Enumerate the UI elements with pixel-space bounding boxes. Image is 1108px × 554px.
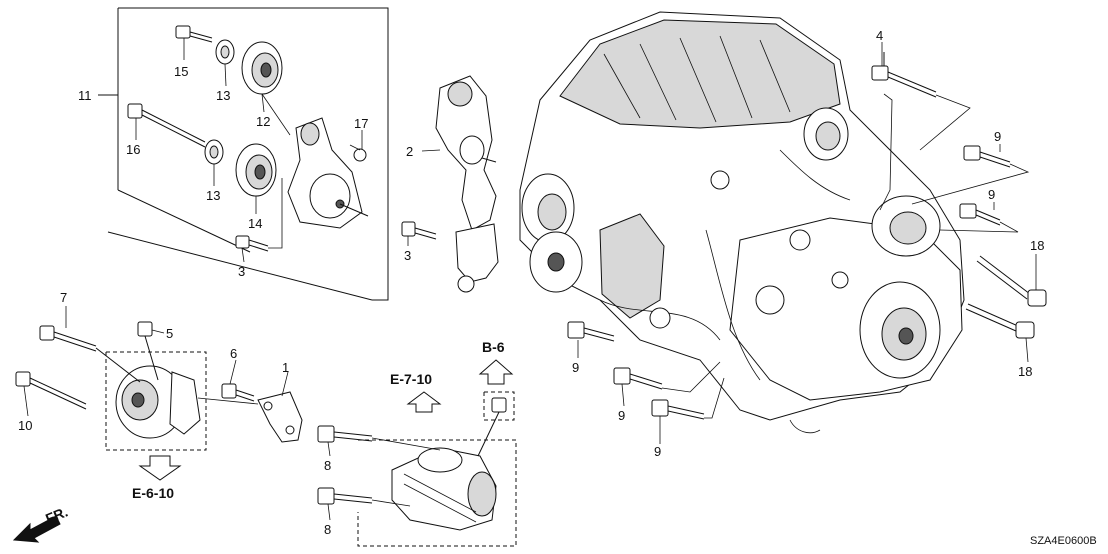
label-7: 7	[60, 290, 67, 305]
ref-e-7-10[interactable]: E-7-10	[390, 371, 432, 387]
label-13-bottom: 13	[206, 188, 220, 203]
ref-b-6[interactable]: B-6	[482, 339, 505, 355]
label-9-lower-b: 9	[654, 444, 661, 459]
bolt-9-lower-b[interactable]	[651, 399, 705, 420]
label-4: 4	[876, 28, 883, 43]
bolt-3-left[interactable]	[235, 178, 283, 252]
label-2: 2	[406, 144, 413, 159]
label-8-lower: 8	[324, 522, 331, 537]
label-18-upper: 18	[1030, 238, 1044, 253]
front-direction-label: FR.	[43, 503, 70, 526]
leader-bolt-9b	[939, 221, 1019, 233]
bracket-1[interactable]	[257, 391, 303, 443]
label-6: 6	[230, 346, 237, 361]
bolt-18-lower[interactable]	[965, 303, 1035, 339]
auto-tensioner[interactable]	[287, 117, 369, 229]
tensioner-arm-2[interactable]	[435, 75, 499, 293]
starter-nut[interactable]	[477, 397, 507, 457]
washer-13-bottom[interactable]	[204, 139, 224, 165]
label-16: 16	[126, 142, 140, 157]
bolt-10[interactable]	[15, 371, 87, 410]
starter-group	[357, 391, 517, 547]
bolt-8-lower[interactable]	[317, 487, 411, 507]
label-9-lower-a: 9	[618, 408, 625, 423]
label-12: 12	[256, 114, 270, 129]
idler-pulley-14[interactable]	[235, 143, 277, 197]
diagram-code: SZA4E0600B	[1030, 535, 1097, 547]
ref-arrow-e-6-10[interactable]	[138, 455, 182, 481]
washer-13-top[interactable]	[215, 39, 235, 65]
bolt-7[interactable]	[39, 325, 141, 383]
label-5: 5	[166, 326, 173, 341]
bolt-9-right-middle[interactable]	[959, 203, 1001, 226]
part-labels: 11 15 13 12 16 17 13 14 3 2 3 4 9 9 18 1…	[18, 28, 1044, 537]
nut-17[interactable]	[353, 148, 367, 162]
idler-pulley-12[interactable]	[241, 41, 283, 95]
bolt-9-lower-a[interactable]	[613, 367, 663, 390]
front-direction-arrow	[12, 515, 61, 543]
label-3-left: 3	[238, 264, 245, 279]
bolt-18-upper[interactable]	[976, 255, 1047, 307]
label-15: 15	[174, 64, 188, 79]
tensioner-kit-group	[98, 7, 389, 301]
ref-arrow-e-7-10[interactable]	[406, 391, 442, 413]
label-11: 11	[78, 88, 92, 103]
nut-5[interactable]	[137, 321, 159, 381]
leader-bolt-9d	[704, 377, 725, 419]
label-3-middle: 3	[404, 248, 411, 263]
leader-bolt-4	[919, 94, 971, 151]
bolt-16[interactable]	[127, 103, 206, 148]
bolt-9-right-top[interactable]	[963, 145, 1011, 168]
label-18-lower: 18	[1018, 364, 1032, 379]
label-9-right-top: 9	[994, 129, 1001, 144]
label-9-engine-left: 9	[572, 360, 579, 375]
bolt-4[interactable]	[871, 52, 937, 98]
bolt-8-upper[interactable]	[317, 425, 441, 451]
separator-line	[107, 231, 373, 301]
ref-arrow-b-6[interactable]	[478, 359, 514, 385]
leader-lines	[23, 38, 1037, 521]
label-8-upper: 8	[324, 458, 331, 473]
leader-bolt-9c	[661, 361, 721, 393]
label-14: 14	[248, 216, 262, 231]
engine-assembly	[519, 11, 965, 434]
alternator-group	[105, 321, 207, 451]
label-9-right-middle: 9	[988, 187, 995, 202]
ref-e-6-10[interactable]: E-6-10	[132, 485, 174, 501]
label-10: 10	[18, 418, 32, 433]
label-1: 1	[282, 360, 289, 375]
bolt-6[interactable]	[221, 383, 255, 402]
bolt-9-engine-left[interactable]	[567, 321, 615, 342]
label-13-top: 13	[216, 88, 230, 103]
bolt-3-middle[interactable]	[401, 221, 437, 240]
label-17: 17	[354, 116, 368, 131]
bolt-15[interactable]	[175, 25, 213, 43]
alternator[interactable]	[115, 365, 201, 439]
starter-motor[interactable]	[391, 447, 497, 531]
leader-bolt-9a	[911, 163, 1030, 205]
